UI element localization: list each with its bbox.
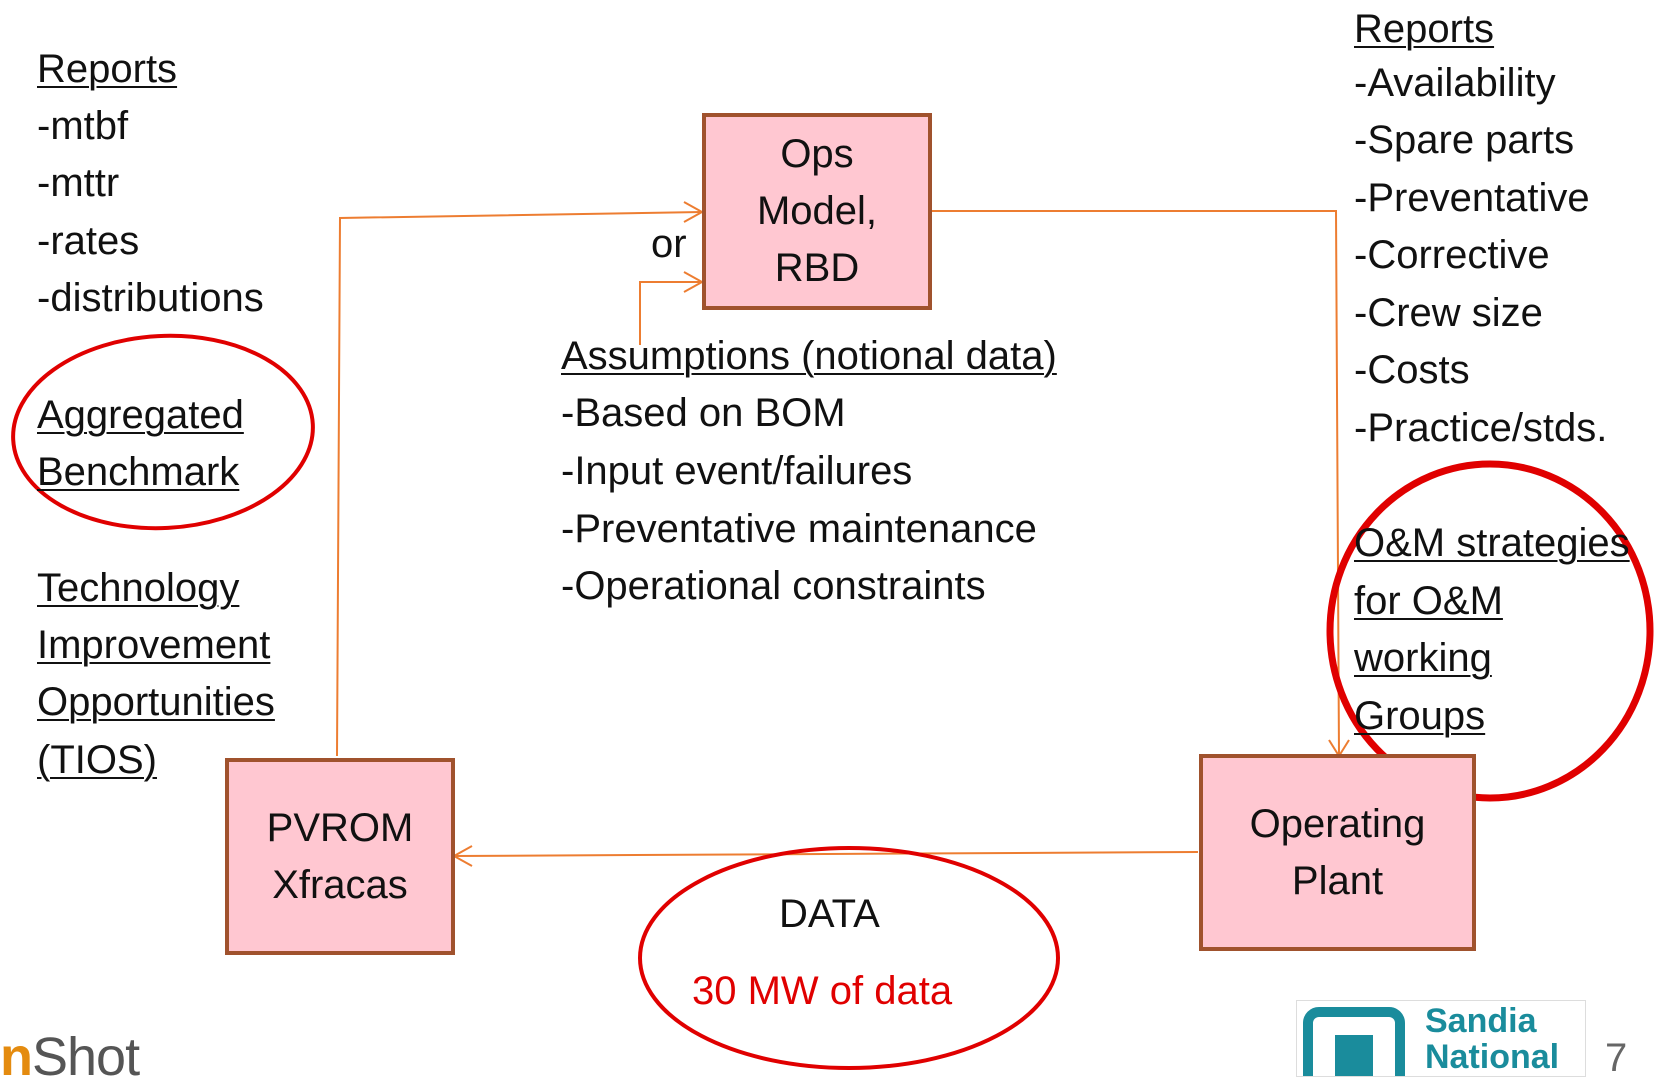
left-report-item: -mtbf: [37, 104, 129, 148]
right-report-item: -Spare parts: [1354, 118, 1575, 162]
left-logo-lead: n: [0, 1027, 33, 1087]
right-report-item: -Practice/stds.: [1354, 406, 1608, 450]
sandia-thunderbird-icon: [1303, 1007, 1405, 1076]
assumption-item: -Operational constraints: [561, 564, 986, 608]
right-report-item: -Preventative: [1354, 176, 1590, 220]
left-report-item: -distributions: [37, 276, 264, 320]
pvrom-box: PVROM Xfracas: [225, 758, 455, 955]
pvrom-line: PVROM: [266, 805, 414, 850]
aggregated-benchmark-line: Aggregated: [37, 393, 244, 437]
sandia-logo-line: Sandia: [1425, 1002, 1537, 1040]
tios-line: Opportunities: [37, 680, 275, 724]
aggregated-benchmark-line: Benchmark: [37, 450, 240, 494]
right-report-item: -Availability: [1354, 61, 1556, 105]
ops-model-line: Model,: [756, 189, 878, 233]
om-strategies-line: for O&M: [1354, 579, 1503, 623]
left-reports-heading: Reports: [37, 47, 178, 91]
arrow-ops-to-plant: [932, 210, 1340, 757]
om-strategies-line: working: [1354, 636, 1492, 680]
highlight-circle-om-strategies: [1326, 460, 1654, 802]
assumptions-heading: Assumptions (notional data): [561, 334, 1057, 378]
tios-line: Improvement: [37, 623, 271, 667]
right-report-item: -Crew size: [1354, 291, 1543, 335]
left-logo-text: Shot: [32, 1027, 140, 1087]
highlight-circle-benchmark: [11, 333, 315, 531]
operating-plant-line: Plant: [1291, 858, 1384, 903]
arrow-plant-to-pvrom: [453, 851, 1199, 857]
sandia-logo-text: Sandia National: [1425, 1003, 1559, 1075]
page-number: 7: [1605, 1036, 1628, 1080]
left-logo: nShot: [0, 1027, 140, 1087]
ops-model-box: Ops Model, RBD: [702, 113, 932, 310]
tios-line: Technology: [37, 566, 240, 610]
sandia-logo-line: National: [1425, 1038, 1560, 1076]
assumption-item: -Input event/failures: [561, 449, 913, 493]
tios-line: (TIOS): [37, 738, 157, 782]
left-report-item: -rates: [37, 219, 140, 263]
data-label: DATA: [779, 892, 880, 936]
pvrom-line: Xfracas: [272, 862, 408, 907]
right-report-item: -Corrective: [1354, 233, 1550, 277]
arrow-pvrom-to-ops: [336, 211, 703, 757]
om-strategies-line: Groups: [1354, 694, 1486, 738]
om-strategies-line: O&M strategies: [1354, 521, 1630, 565]
assumption-item: -Preventative maintenance: [561, 507, 1037, 551]
highlight-circle-data: [638, 846, 1060, 1070]
right-report-item: -Costs: [1354, 348, 1470, 392]
assumption-item: -Based on BOM: [561, 391, 846, 435]
operating-plant-line: Operating: [1249, 801, 1426, 846]
or-label: or: [651, 222, 687, 266]
ops-model-line: Ops: [780, 132, 854, 176]
left-report-item: -mttr: [37, 161, 120, 205]
right-reports-heading: Reports: [1354, 7, 1495, 51]
sandia-logo: Sandia National: [1296, 1000, 1586, 1077]
data-subtitle: 30 MW of data: [692, 969, 953, 1013]
ops-model-line: RBD: [774, 246, 860, 290]
arrow-assumptions-to-ops: [639, 281, 702, 345]
operating-plant-box: Operating Plant: [1199, 754, 1476, 951]
